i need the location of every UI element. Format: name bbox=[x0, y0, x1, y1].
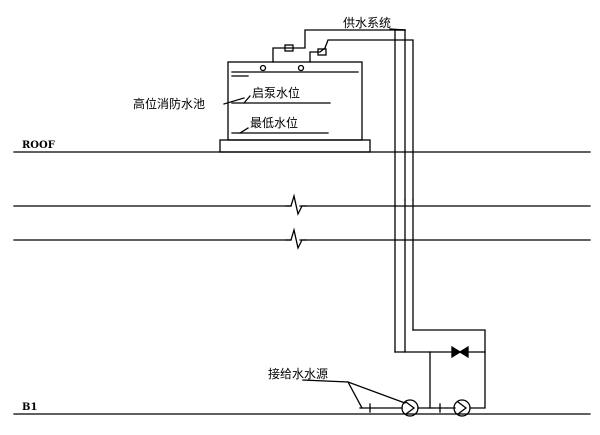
leader-tank-name bbox=[223, 97, 245, 105]
pump-start-level-label: 启泵水位 bbox=[252, 85, 300, 100]
leader-lowest bbox=[239, 127, 249, 134]
pump-2 bbox=[453, 399, 471, 417]
float-valve-2 bbox=[297, 64, 305, 72]
float-valve-1 bbox=[259, 64, 267, 72]
break-mark-upper bbox=[285, 193, 307, 216]
top-valve-1 bbox=[284, 44, 294, 52]
pump-1-arrow bbox=[405, 401, 416, 415]
inlet-pipe-1 bbox=[272, 29, 406, 201]
inlet-pipe-2 bbox=[309, 39, 414, 201]
tank-name-label: 高位消防水池 bbox=[133, 96, 205, 111]
high-level-fire-tank bbox=[227, 61, 363, 141]
lowest-level-label: 最低水位 bbox=[250, 115, 298, 130]
leader-water-source-2 bbox=[347, 381, 406, 404]
header-valve bbox=[451, 345, 462, 359]
top-valve-2 bbox=[317, 48, 327, 56]
leader-supply bbox=[389, 28, 406, 31]
leader-pump-start bbox=[243, 95, 251, 104]
roof-level-label: ROOF bbox=[22, 140, 55, 151]
b1-level-label: B1 bbox=[22, 402, 37, 413]
bypass-loop bbox=[412, 329, 486, 409]
pump-1 bbox=[401, 399, 419, 417]
pump-2-arrow bbox=[457, 401, 468, 415]
water-source-label: 接给水水源 bbox=[268, 366, 328, 381]
supply-system-label: 供水系统 bbox=[343, 16, 391, 30]
break-mark-lower bbox=[285, 227, 307, 250]
header-valve-b bbox=[458, 345, 469, 359]
tank-base bbox=[219, 139, 371, 153]
